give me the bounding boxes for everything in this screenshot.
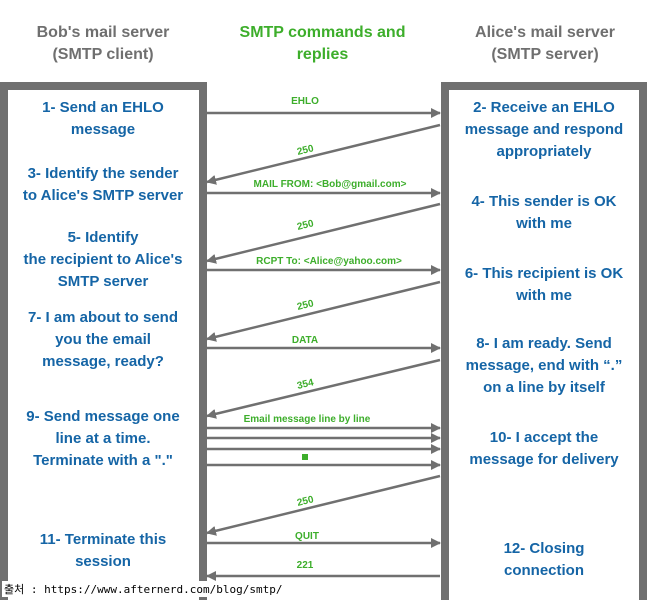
step-line: 11- Terminate this (39, 531, 167, 548)
rcpt-to-label: RCPT To: <Alice@yahoo.com> (256, 256, 402, 267)
ehlo-label: EHLO (291, 96, 319, 107)
commands-header-line: SMTP commands and (239, 24, 406, 41)
step-line: line at a time. (55, 430, 151, 447)
server-header-line: (SMTP server) (491, 46, 599, 63)
commands-header-line: replies (296, 46, 349, 63)
server-step-4: 4- This sender is OK with me (449, 191, 639, 235)
server-server-box (441, 82, 647, 600)
client-step-5: 5- Identify the recipient to Alice's SMT… (8, 227, 198, 293)
terminator-dot (302, 454, 308, 460)
step-line: 4- This sender is OK (471, 193, 617, 210)
step-line: message, end with “.” (465, 357, 623, 374)
step-line: 9- Send message one (26, 408, 180, 425)
reply-data-arrow (206, 358, 441, 419)
reply-ehlo-label: 250 (296, 143, 315, 158)
client-step-1: 1- Send an EHLO message (8, 97, 198, 141)
client-step-7: 7- I am about to send you the email mess… (8, 307, 198, 373)
reply-accept-label: 250 (296, 494, 315, 509)
step-line: session (75, 553, 131, 570)
step-line: message, ready? (42, 353, 164, 370)
step-line: with me (516, 287, 572, 304)
client-server-box (0, 82, 207, 600)
reply-data-label: 354 (296, 377, 315, 392)
quit-label: QUIT (295, 531, 319, 542)
server-step-12: 12- Closing connection (449, 538, 639, 582)
message-lines-label: Email message line by line (244, 414, 371, 425)
server-step-6: 6- This recipient is OK with me (449, 263, 639, 307)
commands-header: SMTP commands and replies (225, 22, 420, 66)
step-line: 5- Identify (67, 229, 139, 246)
reply-rcpt-to-label: 250 (296, 298, 315, 313)
step-line: to Alice's SMTP server (22, 187, 184, 204)
step-line: message (70, 121, 136, 138)
client-step-9: 9- Send message one line at a time. Term… (8, 406, 198, 472)
client-step-3: 3- Identify the sender to Alice's SMTP s… (8, 163, 198, 207)
step-line: Terminate with a "." (33, 452, 173, 469)
client-step-11: 11- Terminate this session (8, 529, 198, 573)
step-line: connection (503, 562, 584, 579)
reply-rcpt-to-arrow (206, 280, 441, 342)
client-header-line: Bob's mail server (36, 24, 170, 41)
server-step-2: 2- Receive an EHLO message and respond a… (449, 97, 639, 163)
step-line: 8- I am ready. Send (476, 335, 612, 352)
source-caption: 출처 : https://www.afternerd.com/blog/smtp… (2, 581, 285, 597)
step-line: 6- This recipient is OK (464, 265, 624, 282)
step-line: with me (516, 215, 572, 232)
step-line: 1- Send an EHLO (42, 99, 164, 116)
step-line: 12- Closing (503, 540, 585, 557)
step-line: 10- I accept the (489, 429, 599, 446)
client-header: Bob's mail server (SMTP client) (8, 22, 198, 66)
step-line: you the email (55, 331, 151, 348)
server-step-8: 8- I am ready. Send message, end with “.… (449, 333, 639, 399)
server-header-line: Alice's mail server (475, 24, 615, 41)
reply-mail-from-label: 250 (296, 218, 315, 233)
step-line: message and respond (464, 121, 624, 138)
step-line: appropriately (496, 143, 592, 160)
step-line: 3- Identify the sender (27, 165, 179, 182)
client-header-line: (SMTP client) (52, 46, 154, 63)
step-line: on a line by itself (483, 379, 605, 396)
step-line: 2- Receive an EHLO (473, 99, 615, 116)
step-line: SMTP server (57, 273, 149, 290)
step-line: message for delivery (469, 451, 619, 468)
server-header: Alice's mail server (SMTP server) (445, 22, 645, 66)
data-label: DATA (292, 335, 318, 346)
reply-quit-label: 221 (297, 560, 314, 571)
mail-from-label: MAIL FROM: <Bob@gmail.com> (254, 179, 407, 190)
step-line: the recipient to Alice's (23, 251, 183, 268)
server-step-10: 10- I accept the message for delivery (449, 427, 639, 471)
reply-ehlo-arrow (206, 123, 441, 185)
step-line: 7- I am about to send (27, 309, 178, 326)
reply-accept-arrow (206, 474, 441, 536)
reply-mail-from-arrow (206, 202, 441, 264)
